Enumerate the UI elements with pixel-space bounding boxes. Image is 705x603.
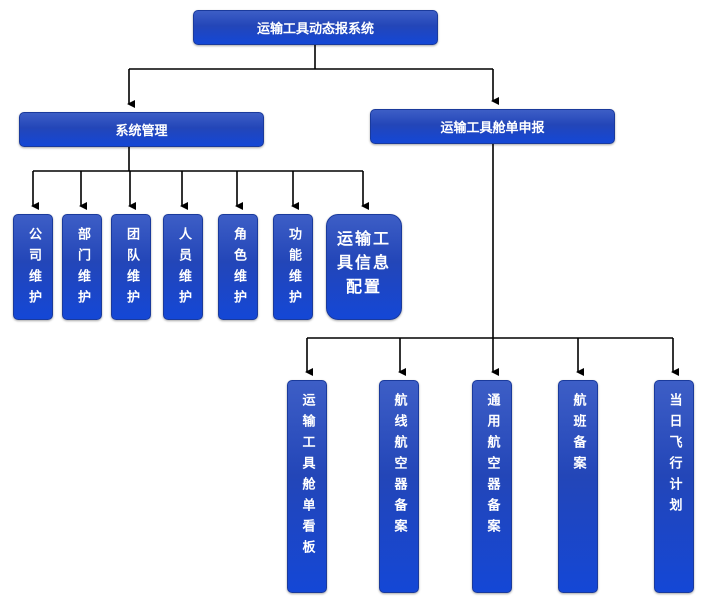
node-label: 部门 (75, 227, 90, 269)
node-label: 维护 (75, 269, 90, 311)
node-route-aircraft-filing: 航线航空器备案 (379, 380, 419, 593)
node-team-maintenance: 团队 维护 (111, 214, 151, 320)
node-personnel-maintenance: 人员 维护 (163, 214, 203, 320)
root-label: 运输工具动态报系统 (256, 22, 374, 37)
node-label: 维护 (176, 269, 191, 311)
node-label: 角色 (231, 227, 246, 269)
node-label: 通用航空器备案 (484, 393, 500, 540)
branch-manifest-declaration: 运输工具舱单申报 (370, 109, 615, 144)
node-department-maintenance: 部门 维护 (62, 214, 102, 320)
node-transport-info-config: 运输工 具信息 配置 (326, 214, 402, 320)
node-label: 配置 (345, 277, 382, 296)
node-label: 维护 (286, 269, 301, 311)
node-label: 具信息 (336, 253, 391, 272)
node-label: 公司 (26, 227, 41, 269)
branch-right-label: 运输工具舱单申报 (440, 121, 545, 136)
node-role-maintenance: 角色 维护 (218, 214, 258, 320)
node-label: 运输工 (336, 229, 391, 248)
node-label: 团队 (124, 227, 139, 269)
node-manifest-dashboard: 运输工具舱单看板 (287, 380, 327, 593)
node-label: 维护 (26, 269, 41, 311)
node-label: 人员 (176, 227, 191, 269)
node-flight-filing: 航班备案 (558, 380, 598, 593)
node-label: 功能 (286, 227, 301, 269)
node-company-maintenance: 公司 维护 (13, 214, 53, 320)
node-label: 运输工具舱单看板 (299, 393, 315, 561)
node-label: 维护 (124, 269, 139, 311)
branch-system-management: 系统管理 (19, 112, 264, 147)
branch-left-label: 系统管理 (115, 124, 168, 139)
node-function-maintenance: 功能 维护 (273, 214, 313, 320)
node-general-aircraft-filing: 通用航空器备案 (472, 380, 512, 593)
node-daily-flight-plan: 当日飞行计划 (654, 380, 694, 593)
node-label: 维护 (231, 269, 246, 311)
node-label: 航班备案 (570, 393, 586, 477)
node-label: 当日飞行计划 (666, 393, 682, 519)
node-label: 航线航空器备案 (391, 393, 407, 540)
root-node: 运输工具动态报系统 (193, 10, 438, 45)
